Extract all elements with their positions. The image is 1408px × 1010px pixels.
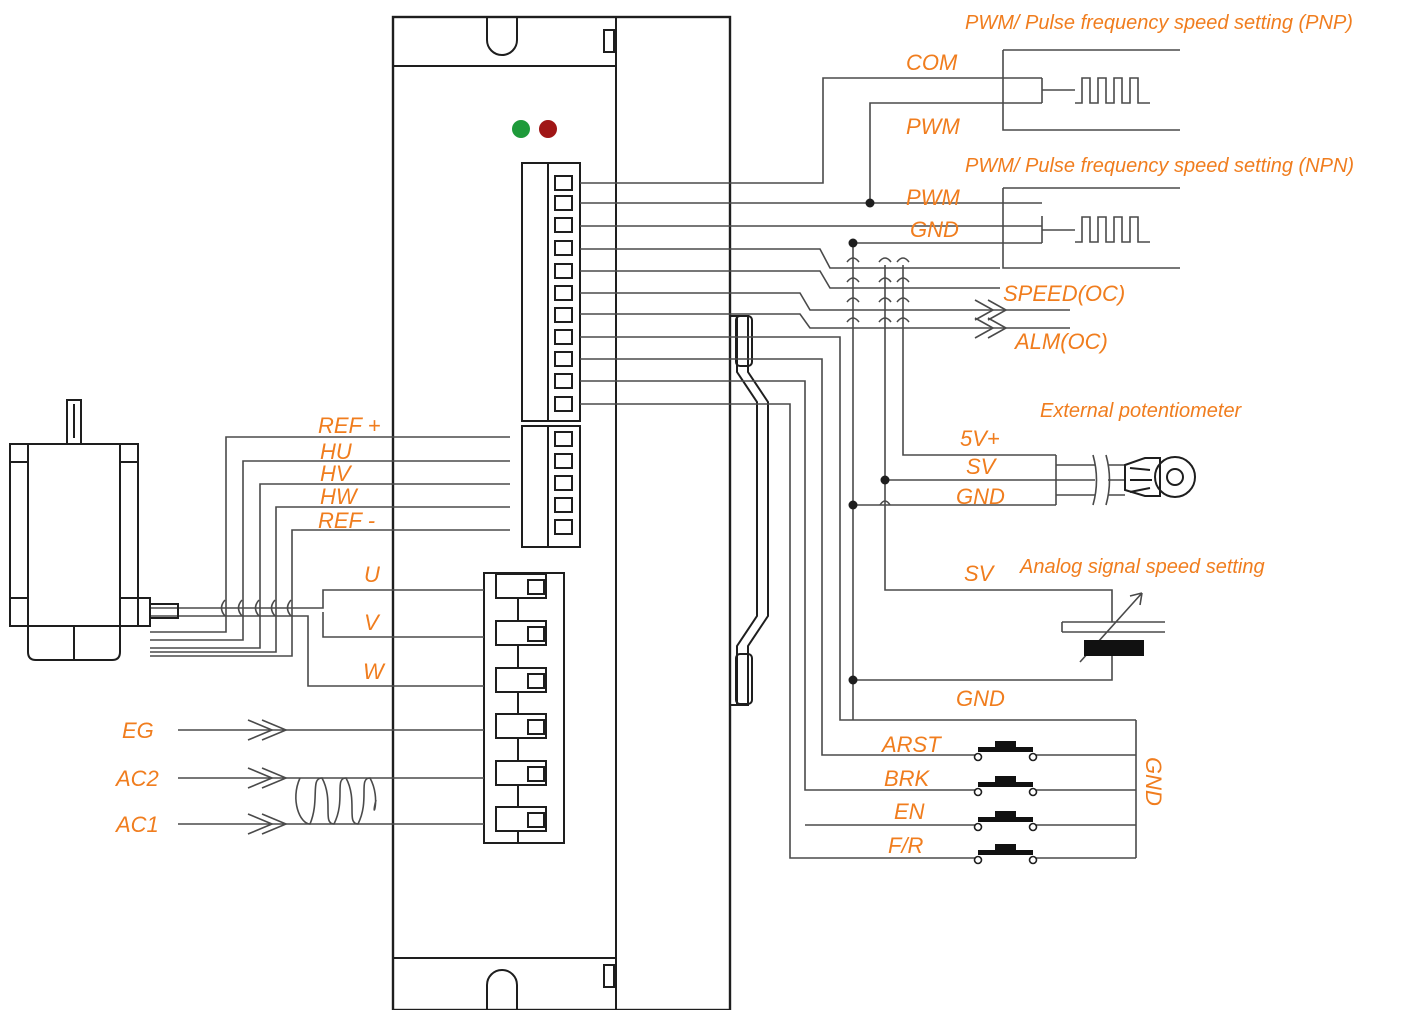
speed-oc-label: SPEED(OC) [1003, 281, 1125, 306]
hv-label: HV [320, 461, 353, 486]
hu-label: HU [320, 439, 352, 464]
gnd-label-switches: GND [1141, 757, 1166, 806]
potentiometer-icon [1124, 456, 1196, 498]
5v-label: 5V+ [960, 426, 1000, 451]
arst-label: ARST [880, 732, 942, 757]
terminal-pin [554, 351, 573, 367]
terminal-pin [554, 519, 573, 535]
alarm-led [539, 120, 557, 138]
brk-label: BRK [884, 766, 931, 791]
en-label: EN [894, 799, 925, 824]
ac1-label: AC1 [114, 812, 159, 837]
ref-plus-label: REF + [318, 413, 381, 438]
push-switch-icon [973, 811, 1038, 832]
pwm-label-pnp: PWM [906, 114, 960, 139]
w-label: W [363, 659, 386, 684]
control-terminal-block [521, 162, 581, 548]
terminal-pin [554, 307, 573, 323]
power-terminal-block [483, 572, 565, 844]
analog-signal-symbol [1084, 640, 1144, 656]
hw-label: HW [320, 484, 359, 509]
terminal-pin [554, 373, 573, 389]
push-switch-icon [973, 741, 1038, 762]
analog-section-title: Analog signal speed setting [1019, 556, 1265, 578]
ref-minus-label: REF - [318, 508, 375, 533]
fr-label: F/R [888, 833, 924, 858]
power-terminal-screw [527, 812, 545, 828]
terminal-pin [554, 175, 573, 191]
terminal-pin [554, 195, 573, 211]
motor-icon [9, 399, 179, 661]
npn-section-title: PWM/ Pulse frequency speed setting (NPN) [965, 155, 1354, 177]
signal-labels: COM PWM PWM GND SPEED(OC) ALM(OC) 5V+ SV… [880, 50, 1166, 858]
gnd-label-analog: GND [956, 686, 1005, 711]
gnd-label-npn: GND [910, 217, 959, 242]
power-terminal-screw [527, 719, 545, 735]
switches [973, 741, 1038, 865]
terminal-pin [554, 217, 573, 233]
push-switch-icon [973, 844, 1038, 865]
power-terminal-screw [527, 673, 545, 689]
sv-label-pot: SV [966, 454, 998, 479]
sv-label-analog: SV [964, 561, 996, 586]
gnd-label-pot: GND [956, 484, 1005, 509]
terminal-pin [554, 240, 573, 256]
ac2-label: AC2 [114, 766, 159, 791]
junction-dots [848, 198, 890, 685]
terminal-pin [554, 329, 573, 345]
v-label: V [364, 610, 381, 635]
terminal-pin [554, 497, 573, 513]
com-label: COM [906, 50, 958, 75]
power-terminal-screw [527, 626, 545, 642]
wires [150, 49, 1180, 859]
potentiometer-section-title: External potentiometer [1040, 400, 1243, 422]
terminal-pin [554, 396, 573, 412]
power-terminal-screw [527, 766, 545, 782]
terminal-pin [554, 475, 573, 491]
terminal-pin [554, 285, 573, 301]
u-label: U [364, 562, 380, 587]
section-titles: PWM/ Pulse frequency speed setting (PNP)… [965, 12, 1354, 578]
motor-labels: REF + HU HV HW REF - U V W [318, 413, 386, 684]
terminal-pin [554, 263, 573, 279]
terminal-pin [554, 431, 573, 447]
terminal-pin [554, 453, 573, 469]
pnp-section-title: PWM/ Pulse frequency speed setting (PNP) [965, 12, 1353, 34]
push-switch-icon [973, 776, 1038, 797]
power-terminal [495, 806, 547, 832]
power-labels: EG AC2 AC1 [114, 718, 159, 837]
power-terminal-screw [527, 579, 545, 595]
pwm-label-npn: PWM [906, 185, 960, 210]
eg-label: EG [122, 718, 154, 743]
power-led [512, 120, 530, 138]
alm-oc-label: ALM(OC) [1013, 329, 1108, 354]
